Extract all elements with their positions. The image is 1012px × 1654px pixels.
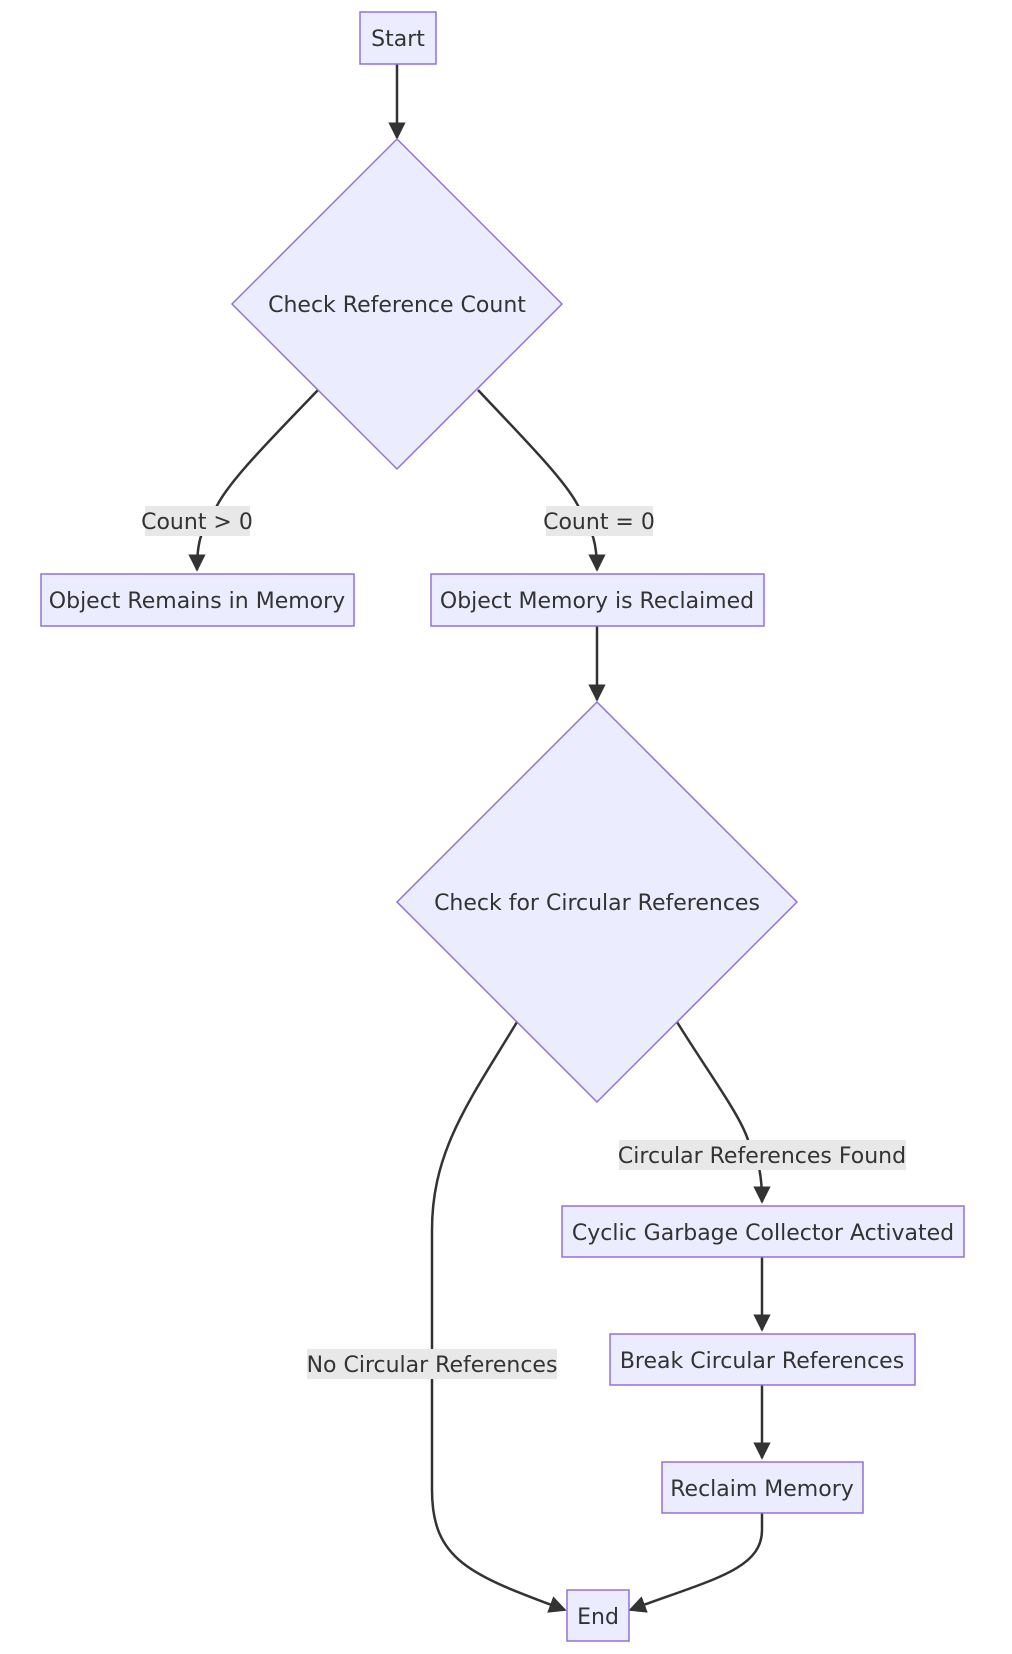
node-cyclic-gc-activated-label: Cyclic Garbage Collector Activated (572, 1221, 954, 1246)
edge-label-no-circular: No Circular References (307, 1349, 558, 1379)
edge-label-count-eq-zero: Count = 0 (543, 506, 655, 536)
node-reclaim-memory[interactable]: Reclaim Memory (661, 1461, 864, 1514)
edge-label-no-circular-text: No Circular References (307, 1353, 558, 1378)
edge-label-circular-found-text: Circular References Found (618, 1144, 906, 1169)
node-cyclic-gc-activated[interactable]: Cyclic Garbage Collector Activated (561, 1205, 965, 1258)
edge-label-count-gt-zero: Count > 0 (141, 506, 253, 536)
node-start[interactable]: Start (359, 11, 437, 65)
node-check-circular-references[interactable]: Check for Circular References (395, 700, 799, 1104)
node-reclaim-memory-label: Reclaim Memory (670, 1477, 854, 1502)
edge-check-circular-to-cyclic-gc (675, 1021, 771, 1204)
node-start-label: Start (371, 27, 425, 52)
edge-label-circular-found: Circular References Found (618, 1140, 906, 1170)
node-memory-reclaimed-label: Object Memory is Reclaimed (440, 589, 754, 614)
edge-check-ref-to-object-remains (188, 389, 319, 572)
node-end-label: End (577, 1605, 619, 1630)
edges (188, 64, 771, 1613)
node-break-circular-references-label: Break Circular References (620, 1349, 904, 1374)
edge-labels: Count > 0 Count = 0 Circular References … (141, 506, 906, 1379)
node-memory-reclaimed[interactable]: Object Memory is Reclaimed (430, 573, 765, 627)
edge-check-circular-to-end (430, 1021, 567, 1613)
node-object-remains[interactable]: Object Remains in Memory (40, 573, 355, 627)
edge-label-count-gt-zero-text: Count > 0 (141, 510, 253, 535)
node-check-reference-count[interactable]: Check Reference Count (230, 137, 564, 471)
node-object-remains-label: Object Remains in Memory (49, 589, 345, 614)
edge-reclaim-to-end (628, 1513, 764, 1613)
node-end[interactable]: End (566, 1589, 630, 1642)
node-check-reference-count-label: Check Reference Count (268, 293, 526, 318)
node-break-circular-references[interactable]: Break Circular References (609, 1333, 916, 1386)
nodes: Start Check Reference Count Object Remai… (40, 11, 965, 1642)
edge-label-count-eq-zero-text: Count = 0 (543, 510, 655, 535)
node-check-circular-references-label: Check for Circular References (434, 891, 760, 916)
edge-check-ref-to-memory-reclaimed (477, 389, 606, 572)
